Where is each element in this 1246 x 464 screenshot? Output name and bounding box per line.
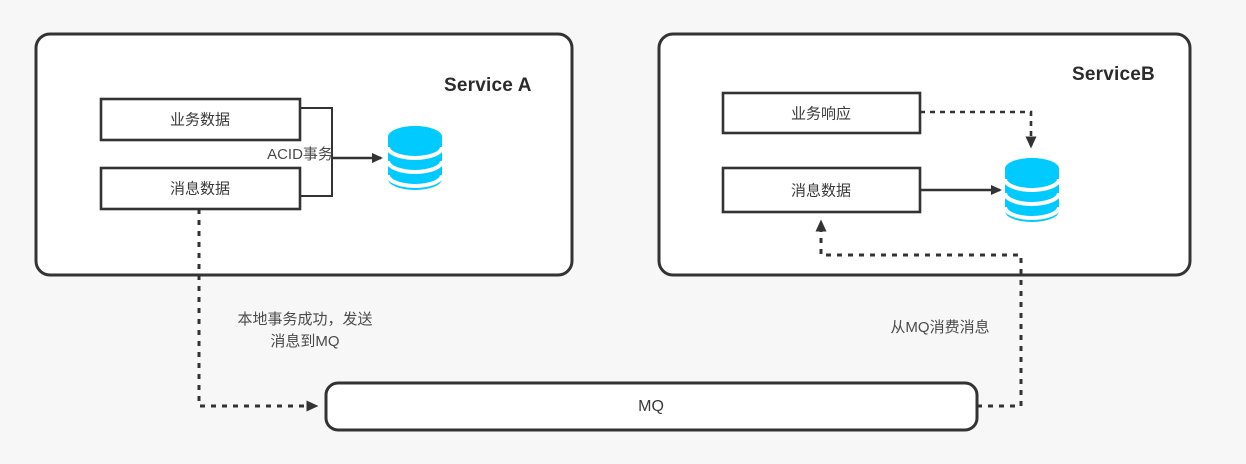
label-message-data-b: 消息数据 [790, 182, 852, 200]
acid-bracket [300, 107, 333, 197]
edge-produce-to-mq [197, 209, 319, 412]
label-consume-from-mq: 从MQ消费消息 [890, 319, 990, 336]
label-produce-line2: 消息到MQ [270, 333, 340, 350]
service-b-title: ServiceB [1072, 64, 1155, 85]
service-a-panel [34, 32, 574, 277]
edge-response-to-db [920, 110, 1037, 149]
database-icon-b [1003, 158, 1061, 222]
label-message-data-a: 消息数据 [169, 180, 231, 198]
label-business-data: 业务数据 [169, 111, 231, 129]
box-message-data-a [99, 166, 302, 211]
database-icon-a [386, 126, 444, 190]
service-a-title: Service A [444, 75, 532, 96]
label-mq: MQ [638, 398, 664, 415]
label-acid-transaction: ACID事务 [267, 146, 333, 163]
label-business-response: 业务响应 [790, 105, 852, 123]
label-produce-to-mq: 本地事务成功，发送 消息到MQ [237, 309, 372, 353]
label-produce-line1: 本地事务成功，发送 [237, 311, 373, 328]
box-business-data [99, 97, 302, 142]
